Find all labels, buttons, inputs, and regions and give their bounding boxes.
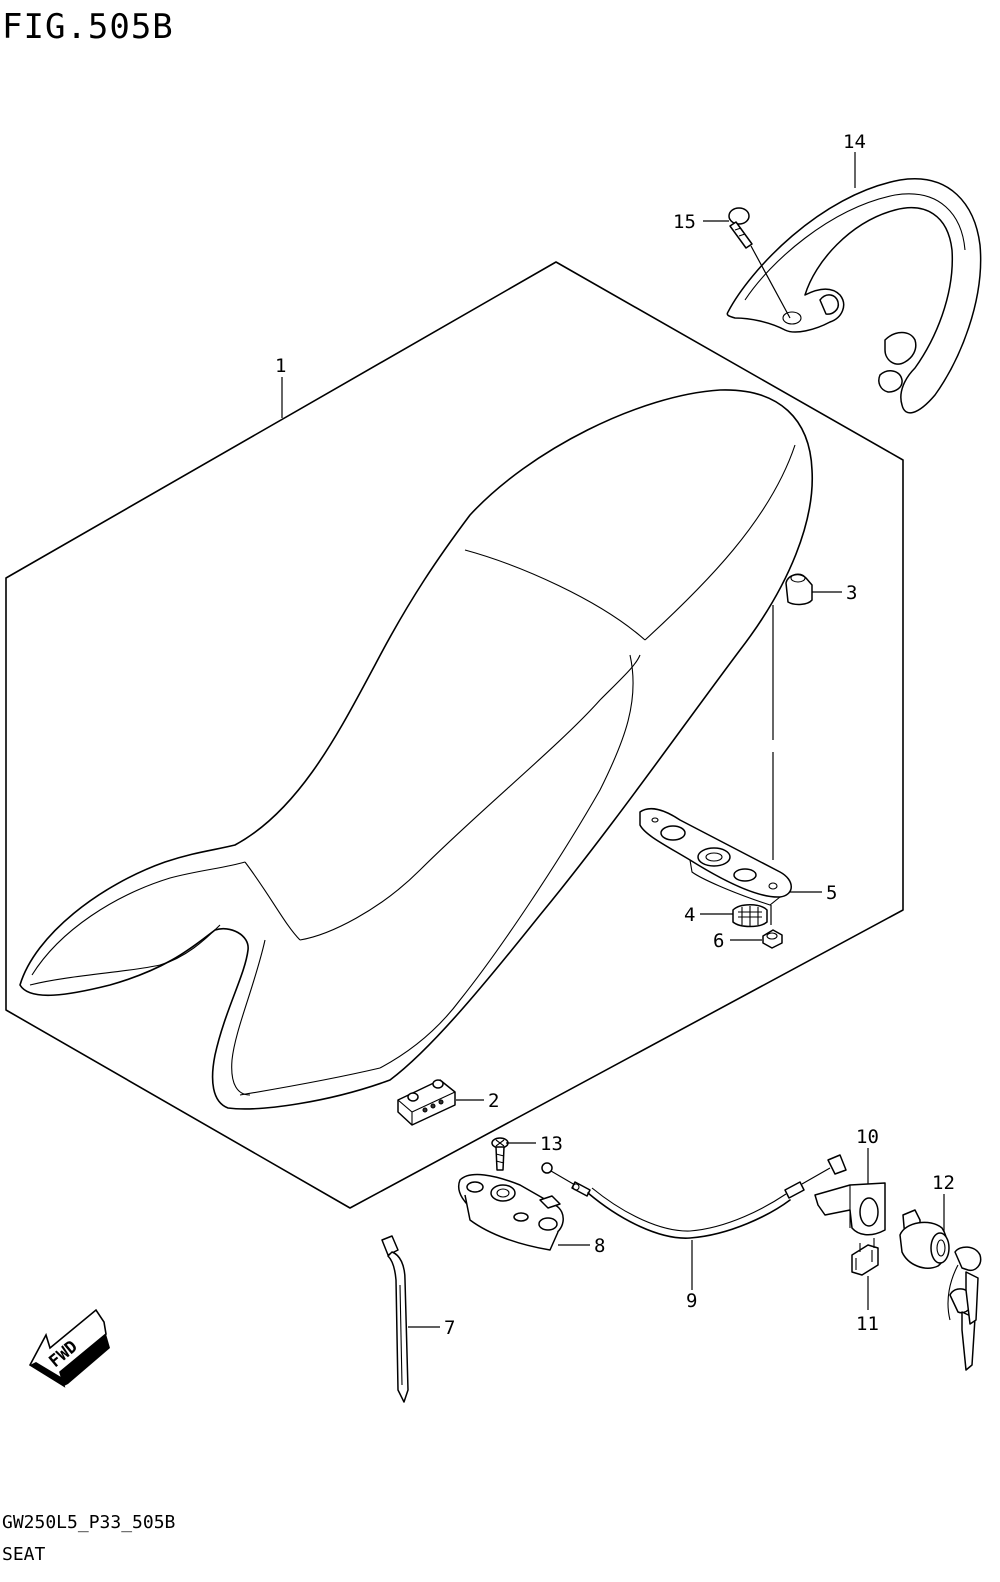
callout-9: 9 <box>686 1290 697 1312</box>
callout-labels: 1 2 3 4 5 6 7 8 9 10 11 12 13 14 15 <box>275 131 955 1339</box>
callout-1: 1 <box>275 355 286 377</box>
clip-11[interactable] <box>851 1238 879 1276</box>
seat[interactable] <box>19 389 814 1110</box>
callout-13: 13 <box>540 1133 563 1155</box>
callout-3: 3 <box>846 582 857 604</box>
callout-14: 14 <box>843 131 866 153</box>
callout-12: 12 <box>932 1172 955 1194</box>
grommet-4[interactable] <box>732 904 772 928</box>
callout-2: 2 <box>488 1090 499 1112</box>
forward-arrow: FWD <box>28 1308 110 1388</box>
cushion-2[interactable] <box>397 1079 456 1126</box>
lock-bracket-10[interactable] <box>814 1182 886 1236</box>
figure-title: FIG.505B <box>2 7 174 47</box>
callout-4: 4 <box>684 904 695 926</box>
assembly-boundary <box>5 261 904 1209</box>
section-name: SEAT <box>2 1544 46 1565</box>
callout-7: 7 <box>444 1317 455 1339</box>
grab-handle[interactable] <box>726 178 982 414</box>
cushion-3[interactable] <box>772 573 813 860</box>
seat-lock-base-8[interactable] <box>458 1173 564 1251</box>
seat-lock-cable-9[interactable] <box>541 1154 847 1239</box>
seat-bracket-5[interactable] <box>639 808 792 906</box>
callout-11: 11 <box>856 1313 879 1335</box>
callout-10: 10 <box>856 1126 879 1148</box>
nut-6[interactable] <box>762 929 783 949</box>
callout-8: 8 <box>594 1235 605 1257</box>
screw-13[interactable] <box>491 1137 509 1171</box>
leader-lines <box>281 152 945 1328</box>
figure-code: GW250L5_P33_505B <box>2 1512 175 1533</box>
lock-set-12[interactable] <box>899 1209 982 1371</box>
callout-15: 15 <box>673 211 696 233</box>
cable-tie-7[interactable] <box>381 1235 409 1403</box>
bolt-15[interactable] <box>728 207 791 319</box>
callout-5: 5 <box>826 882 837 904</box>
callout-6: 6 <box>713 930 724 952</box>
